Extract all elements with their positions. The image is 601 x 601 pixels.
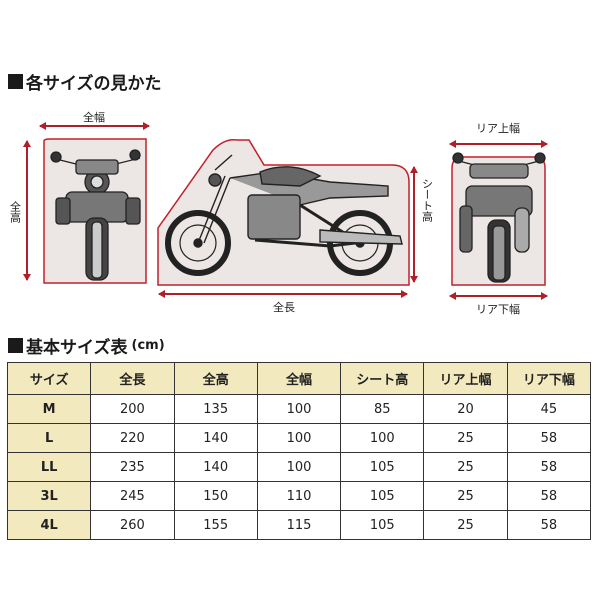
size-diagram: 全幅 全高 全長 シート高	[9, 110, 548, 316]
table-row: L 220 140 100 100 25 58	[6, 423, 592, 453]
table-row: 3L 245 150 110 105 25 58	[6, 481, 592, 511]
rear-upper-width-label: リア上幅	[476, 122, 520, 135]
header-rear-upper-width: リア上幅	[423, 362, 508, 395]
cell-height: 140	[173, 423, 258, 453]
cell-rear-upper-width: 25	[423, 452, 508, 482]
table-header-row: サイズ 全長 全高 全幅 シート高 リア上幅 リア下幅	[6, 362, 592, 395]
cell-size: 4L	[6, 510, 92, 540]
side-length-label: 全長	[273, 300, 295, 314]
table-row: LL 235 140 100 105 25 58	[6, 452, 592, 482]
table-row: 4L 260 155 115 105 25 58	[6, 510, 592, 540]
title-square-icon	[8, 74, 23, 89]
motorcycle-rear-icon	[452, 152, 546, 283]
cell-rear-upper-width: 20	[423, 394, 508, 424]
cell-rear-lower-width: 58	[506, 452, 592, 482]
cell-size: M	[6, 394, 92, 424]
motorcycle-front-icon	[50, 149, 141, 281]
cell-seat-height: 105	[340, 510, 425, 540]
section-title-size-table: 基本サイズ表 (cm)	[8, 333, 165, 358]
rear-lower-width-label: リア下幅	[476, 303, 520, 316]
title-square-icon	[8, 338, 23, 353]
cell-length: 220	[90, 423, 175, 453]
cell-seat-height: 105	[340, 481, 425, 511]
cell-size: L	[6, 423, 92, 453]
header-height: 全高	[173, 362, 258, 395]
cell-height: 140	[173, 452, 258, 482]
motorcycle-side-icon	[165, 154, 403, 276]
cell-length: 260	[90, 510, 175, 540]
section-title-text: 基本サイズ表	[26, 338, 128, 358]
cell-rear-upper-width: 25	[423, 423, 508, 453]
rear-view: リア上幅 リア下幅	[449, 122, 548, 316]
cell-size: LL	[6, 452, 92, 482]
section-title-text: 各サイズの見かた	[26, 74, 162, 94]
cell-rear-lower-width: 58	[506, 510, 592, 540]
cell-seat-height: 85	[340, 394, 425, 424]
header-width: 全幅	[256, 362, 342, 395]
header-size: サイズ	[6, 362, 92, 395]
cell-rear-lower-width: 58	[506, 423, 592, 453]
size-table: サイズ 全長 全高 全幅 シート高 リア上幅 リア下幅 M 200 135 10…	[6, 362, 592, 540]
cell-seat-height: 105	[340, 452, 425, 482]
cell-rear-upper-width: 25	[423, 510, 508, 540]
table-row: M 200 135 100 85 20 45	[6, 394, 592, 424]
front-view: 全幅 全高	[9, 110, 150, 284]
cell-height: 155	[173, 510, 258, 540]
cell-height: 135	[173, 394, 258, 424]
header-length: 全長	[90, 362, 175, 395]
cell-length: 200	[90, 394, 175, 424]
cell-width: 100	[256, 394, 342, 424]
unit-label: (cm)	[131, 338, 165, 353]
cell-rear-lower-width: 45	[506, 394, 592, 424]
header-rear-lower-width: リア下幅	[506, 362, 592, 395]
cell-width: 100	[256, 423, 342, 453]
cell-rear-lower-width: 58	[506, 481, 592, 511]
section-title-size-guide: 各サイズの見かた	[8, 69, 162, 94]
cell-width: 100	[256, 452, 342, 482]
cell-seat-height: 100	[340, 423, 425, 453]
cell-length: 245	[90, 481, 175, 511]
cell-length: 235	[90, 452, 175, 482]
cell-width: 110	[256, 481, 342, 511]
front-width-label: 全幅	[83, 110, 105, 124]
cell-rear-upper-width: 25	[423, 481, 508, 511]
front-height-label: 全高	[9, 200, 22, 224]
side-view: 全長 シート高	[157, 138, 434, 314]
header-seat-height: シート高	[340, 362, 425, 395]
cell-height: 150	[173, 481, 258, 511]
seat-height-label: シート高	[421, 178, 434, 223]
cell-width: 115	[256, 510, 342, 540]
cell-size: 3L	[6, 481, 92, 511]
